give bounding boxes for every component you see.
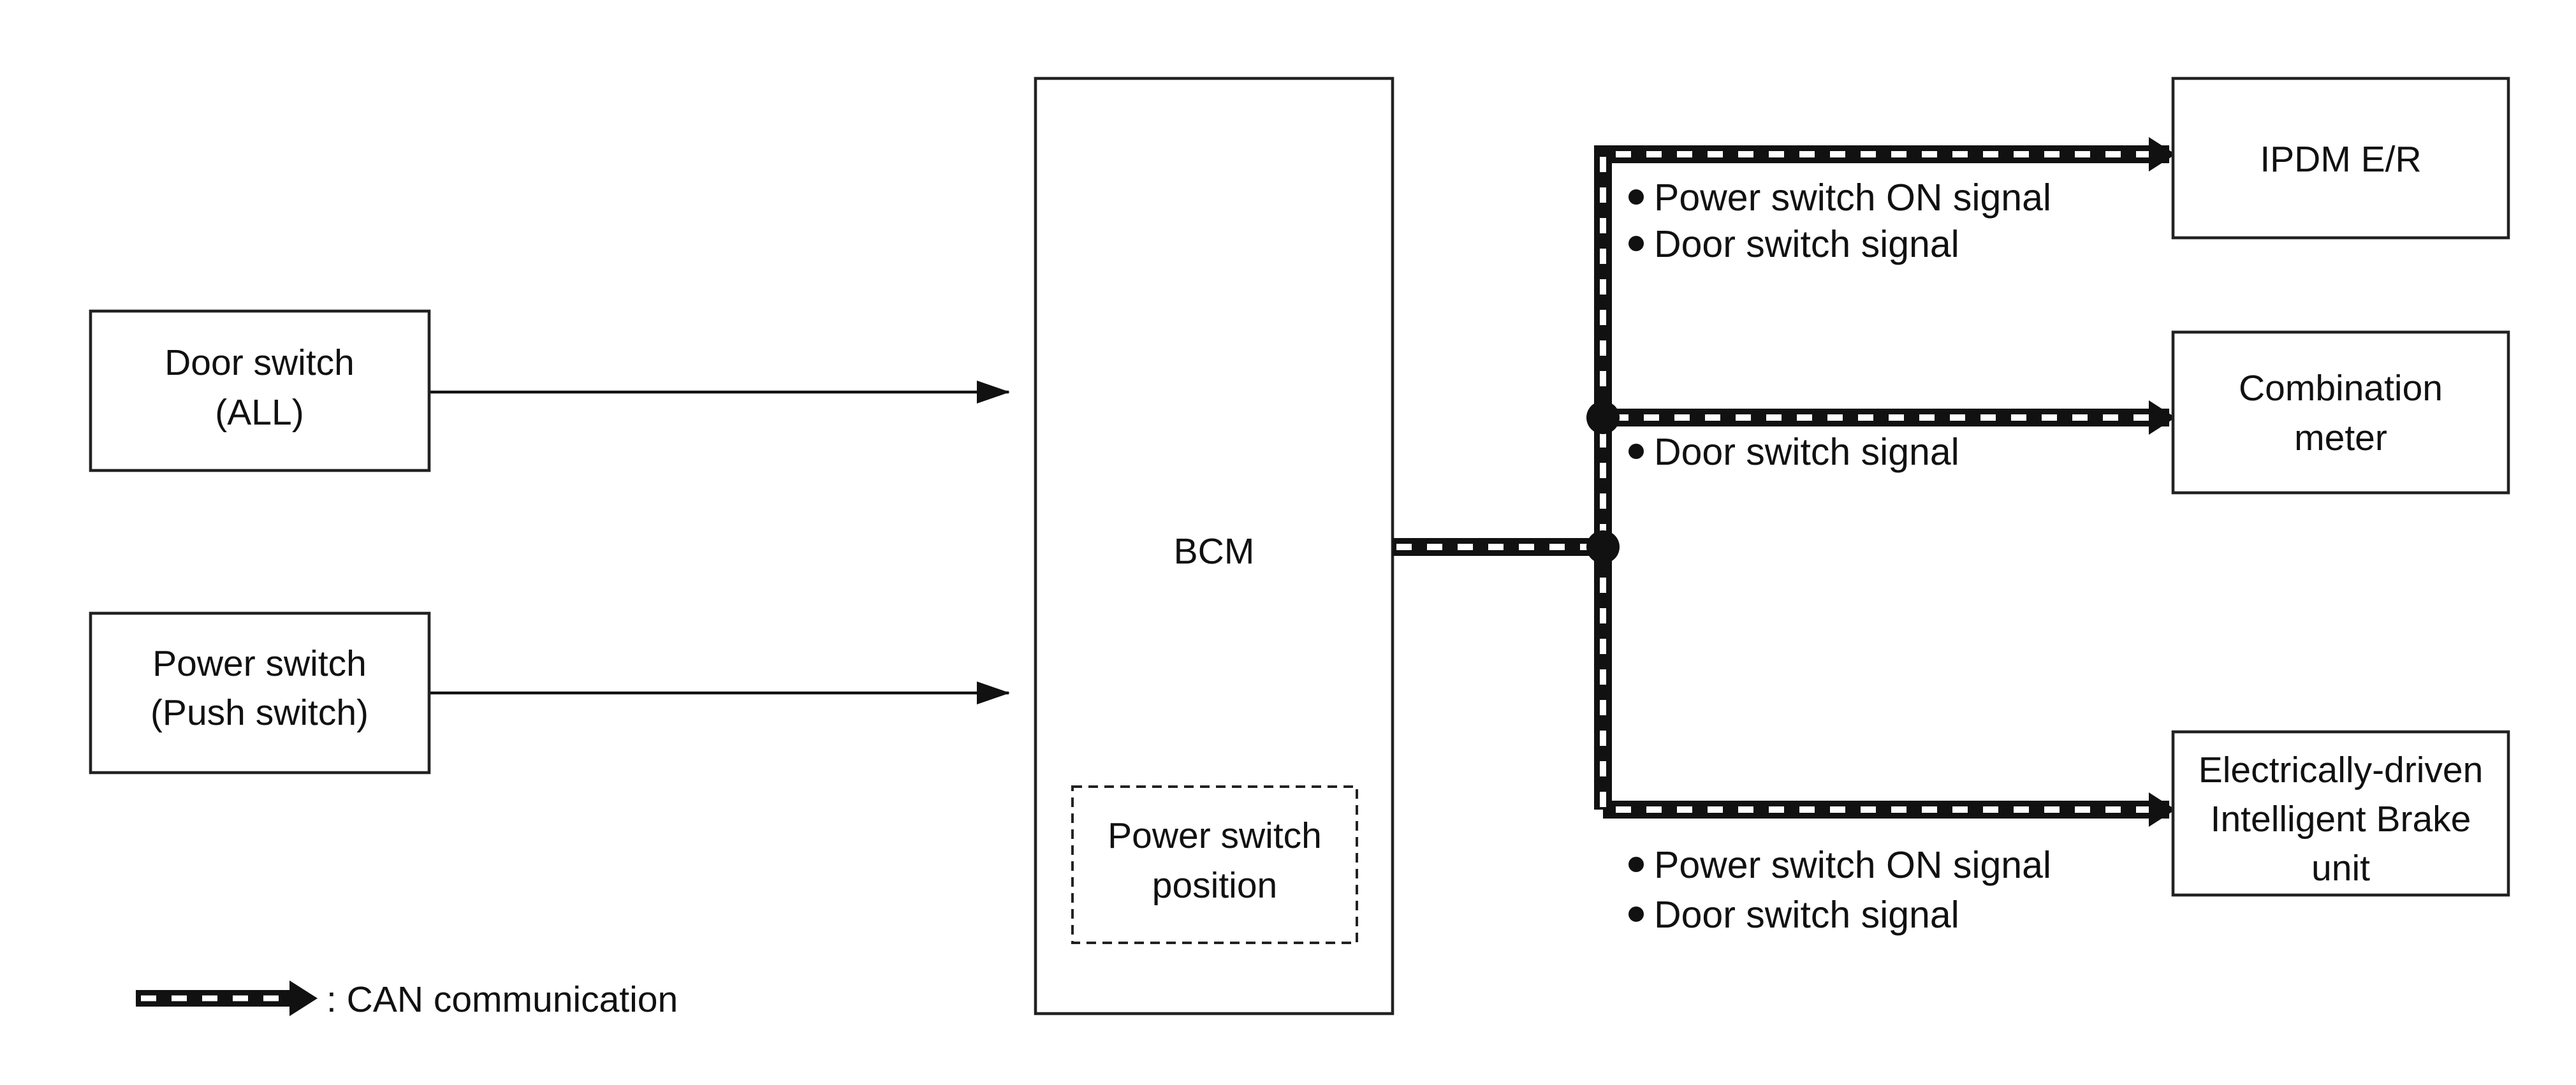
combination-meter-label-line2: meter [2294,418,2387,458]
brake-unit-signal-list: Power switch ON signal Door switch signa… [1628,844,2051,936]
signal-label: Power switch ON signal [1654,177,2051,219]
bullet-dot [1628,236,1644,251]
brake-unit-label-line2: Intelligent Brake [2211,799,2471,840]
signal-label: Power switch ON signal [1654,844,2051,886]
door-switch-label-line2: (ALL) [215,392,304,433]
ipdm-block: IPDM E/R [2171,76,2510,240]
bullet-dot [1628,857,1644,872]
door-switch-block: Door switch (ALL) [89,309,431,472]
brake-unit-block: Electrically-driven Intelligent Brake un… [2171,730,2510,897]
ipdm-label: IPDM E/R [2260,139,2421,180]
power-switch-block: Power switch (Push switch) [89,611,431,775]
signal-label: Door switch signal [1654,431,1959,473]
legend: : CAN communication [136,979,678,1020]
brake-unit-label-line1: Electrically-driven [2199,750,2484,790]
legend-can-arrowhead [289,980,318,1016]
can-arrowhead-brake-unit [2149,792,2176,827]
can-arrowhead-ipdm [2149,137,2176,171]
power-switch-label-line1: Power switch [152,643,367,684]
can-junction-dot [1586,530,1620,564]
signal-label: Door switch signal [1654,223,1959,265]
signal-label: Door switch signal [1654,894,1959,936]
combination-meter-label-line1: Combination [2239,368,2443,409]
bcm-label: BCM [1174,531,1255,572]
power-switch-position-box [1071,785,1358,944]
ipdm-signal-list: Power switch ON signal Door switch signa… [1628,177,2051,265]
bullet-dot [1628,444,1644,459]
door-switch-label-line1: Door switch [165,342,355,383]
bullet-dot [1628,189,1644,205]
power-switch-position-line1: Power switch [1108,815,1322,856]
legend-label: : CAN communication [326,979,678,1020]
can-arrowhead-combination-meter [2149,400,2176,435]
can-bus [1393,137,2176,827]
combination-meter-signal-list: Door switch signal [1628,431,1959,473]
brake-unit-label-line3: unit [2311,848,2370,889]
bcm-block: BCM Power switch position [1034,76,1394,1016]
power-switch-label-line2: (Push switch) [150,692,369,733]
combination-meter-block: Combination meter [2171,330,2510,495]
can-junction-dot [1586,401,1620,434]
power-switch-position-line2: position [1152,865,1277,906]
bullet-dot [1628,907,1644,922]
